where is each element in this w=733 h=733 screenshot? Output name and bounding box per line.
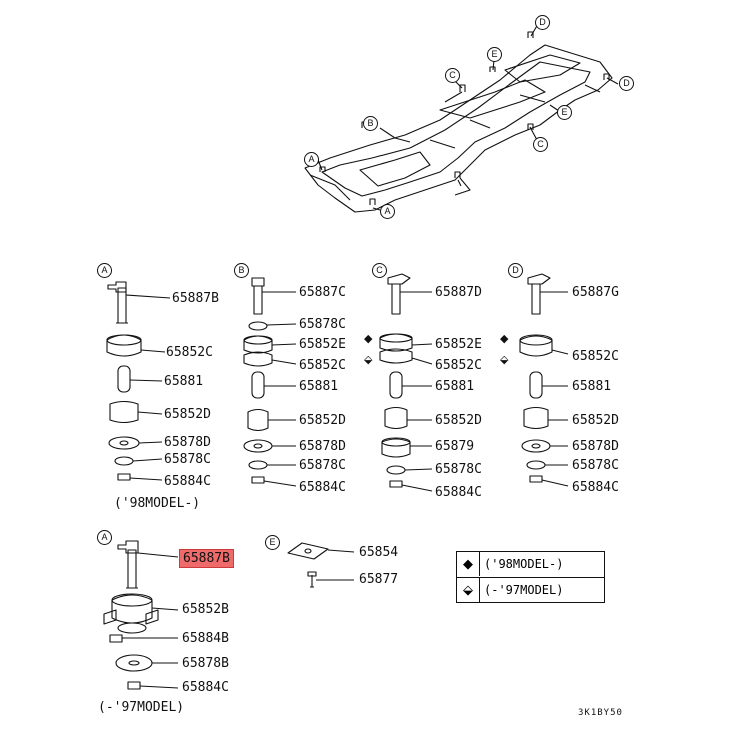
part-label[interactable]: 65852D bbox=[164, 407, 211, 422]
part-label[interactable]: 65852D bbox=[572, 413, 619, 428]
group-e-parts bbox=[287, 542, 355, 588]
group-b-letter: B bbox=[234, 263, 249, 278]
part-label[interactable]: 65884C bbox=[299, 480, 346, 495]
half-diamond-icon: ⬙ bbox=[457, 578, 480, 602]
group-a97-parts bbox=[103, 540, 179, 690]
group-d-parts bbox=[519, 273, 569, 487]
group-a98-model-note: ('98MODEL-) bbox=[114, 496, 201, 511]
group-a98-parts bbox=[106, 281, 171, 481]
part-label[interactable]: 65887B bbox=[172, 291, 219, 306]
part-label[interactable]: 65852C bbox=[299, 358, 346, 373]
part-label[interactable]: 65884C bbox=[164, 474, 211, 489]
part-label[interactable]: 65852C bbox=[166, 345, 213, 360]
legend-text: (-'97MODEL) bbox=[484, 583, 564, 597]
group-c-parts bbox=[379, 273, 433, 492]
frame-callout-b: B bbox=[363, 116, 378, 131]
group-c-letter: C bbox=[372, 263, 387, 278]
group-a97-model-note: (-'97MODEL) bbox=[98, 700, 185, 715]
part-label[interactable]: 65881 bbox=[435, 379, 475, 394]
selected-part-label[interactable]: 65887B bbox=[179, 549, 234, 568]
part-label[interactable]: 65878D bbox=[572, 439, 619, 454]
part-label[interactable]: 65878B bbox=[182, 656, 229, 671]
part-label[interactable]: 65878C bbox=[299, 317, 346, 332]
part-label[interactable]: 65852D bbox=[435, 413, 482, 428]
filled-diamond-icon: ◆ bbox=[364, 333, 373, 345]
legend-text: ('98MODEL-) bbox=[484, 557, 564, 571]
part-label[interactable]: 65881 bbox=[299, 379, 339, 394]
frame-callout-c-front: C bbox=[445, 68, 460, 83]
vehicle-frame bbox=[304, 23, 619, 213]
part-label[interactable]: 65852C bbox=[572, 349, 619, 364]
frame-callout-d-front: D bbox=[535, 15, 550, 30]
legend-row: ⬙ (-'97MODEL) bbox=[457, 577, 604, 603]
group-d-letter: D bbox=[508, 263, 523, 278]
part-label[interactable]: 65852E bbox=[299, 337, 346, 352]
frame-callout-a-left: A bbox=[304, 152, 319, 167]
filled-diamond-icon: ◆ bbox=[500, 333, 509, 345]
model-legend: ◆ ('98MODEL-) ⬙ (-'97MODEL) bbox=[456, 551, 605, 603]
diagram-code: 3K1BY50 bbox=[578, 708, 623, 718]
frame-callout-e-rear: E bbox=[557, 105, 572, 120]
part-label[interactable]: 65881 bbox=[164, 374, 204, 389]
filled-diamond-icon: ◆ bbox=[457, 552, 480, 576]
part-label[interactable]: 65878C bbox=[435, 462, 482, 477]
half-diamond-icon: ⬙ bbox=[364, 354, 373, 366]
part-label[interactable]: 65878D bbox=[164, 435, 211, 450]
part-label[interactable]: 65854 bbox=[359, 545, 399, 560]
frame-callout-e-front: E bbox=[487, 47, 502, 62]
part-label[interactable]: 65878C bbox=[299, 458, 346, 473]
part-label[interactable]: 65884C bbox=[182, 680, 229, 695]
half-diamond-icon: ⬙ bbox=[500, 354, 509, 366]
group-e-letter: E bbox=[265, 535, 280, 550]
frame-callout-a-bottom: A bbox=[380, 204, 395, 219]
group-b-parts bbox=[243, 277, 297, 487]
legend-row: ◆ ('98MODEL-) bbox=[457, 552, 604, 577]
part-label[interactable]: 65884B bbox=[182, 631, 229, 646]
frame-callout-c-rear: C bbox=[533, 137, 548, 152]
part-label[interactable]: 65879 bbox=[435, 439, 475, 454]
group-a98-letter: A bbox=[97, 263, 112, 278]
part-label[interactable]: 65881 bbox=[572, 379, 612, 394]
part-label[interactable]: 65878C bbox=[164, 452, 211, 467]
part-label[interactable]: 65887C bbox=[299, 285, 346, 300]
part-label[interactable]: 65887G bbox=[572, 285, 619, 300]
part-label[interactable]: 65878C bbox=[572, 458, 619, 473]
part-label[interactable]: 65884C bbox=[572, 480, 619, 495]
part-label[interactable]: 65878D bbox=[299, 439, 346, 454]
group-a97-letter: A bbox=[97, 530, 112, 545]
part-label[interactable]: 65887D bbox=[435, 285, 482, 300]
part-label[interactable]: 65852C bbox=[435, 358, 482, 373]
part-label[interactable]: 65852B bbox=[182, 602, 229, 617]
part-label[interactable]: 65852E bbox=[435, 337, 482, 352]
part-label[interactable]: 65884C bbox=[435, 485, 482, 500]
part-label[interactable]: 65852D bbox=[299, 413, 346, 428]
frame-callout-d-right: D bbox=[619, 76, 634, 91]
part-label[interactable]: 65877 bbox=[359, 572, 399, 587]
